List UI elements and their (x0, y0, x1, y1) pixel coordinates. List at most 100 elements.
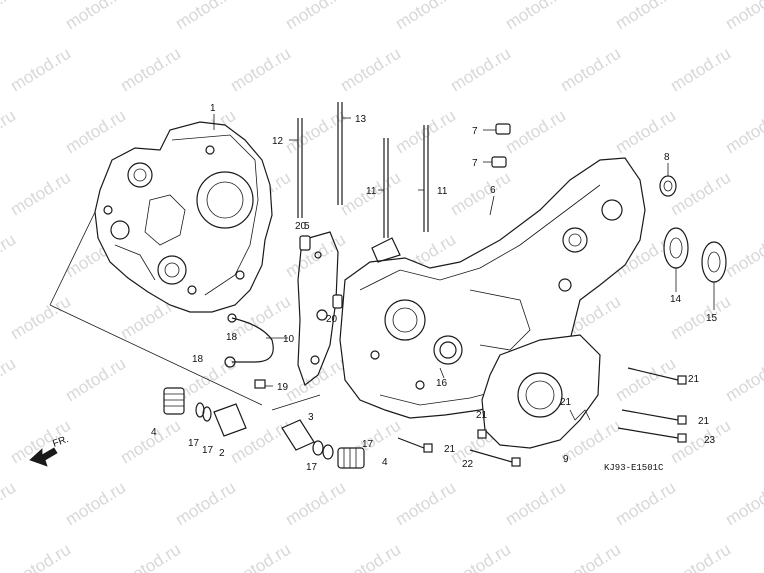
callout-15: 15 (706, 313, 718, 324)
watermark-7: motod.ru (722, 0, 764, 33)
watermark-48: motod.ru (0, 354, 19, 406)
watermark-22: motod.ru (612, 106, 679, 158)
watermark-54: motod.ru (612, 354, 679, 406)
watermark-21: motod.ru (502, 106, 569, 158)
callout-10: 10 (283, 334, 295, 345)
watermark-71: motod.ru (722, 478, 764, 530)
watermark-12: motod.ru (447, 44, 514, 96)
watermark-74: motod.ru (227, 540, 294, 573)
callout-17a: 17 (188, 438, 200, 449)
callout-18b: 18 (192, 354, 204, 365)
callout-leaders (213, 114, 715, 387)
callout-9: 9 (563, 454, 569, 465)
watermark-69: motod.ru (502, 478, 569, 530)
dowel-pins (299, 235, 343, 309)
callout-8: 8 (664, 152, 670, 163)
watermark-5: motod.ru (502, 0, 569, 33)
watermark-32: motod.ru (0, 230, 19, 282)
oil-strainer-cap-left (163, 387, 247, 437)
watermark-76: motod.ru (447, 540, 514, 573)
watermark-40: motod.ru (7, 292, 74, 344)
watermark-75: motod.ru (337, 540, 404, 573)
watermark-64: motod.ru (0, 478, 19, 530)
watermark-30: motod.ru (667, 168, 734, 220)
watermark-65: motod.ru (62, 478, 129, 530)
watermark-9: motod.ru (117, 44, 184, 96)
oil-strainer-cap-right (281, 419, 365, 469)
callout-19: 19 (277, 382, 289, 393)
watermark-19: motod.ru (282, 106, 349, 158)
callout-5: 5 (304, 221, 310, 232)
watermark-73: motod.ru (117, 540, 184, 573)
callout-4a: 4 (151, 427, 157, 438)
watermark-67: motod.ru (282, 478, 349, 530)
right-cover (481, 334, 601, 449)
watermark-14: motod.ru (667, 44, 734, 96)
callout-11a: 11 (366, 186, 377, 197)
watermark-49: motod.ru (62, 354, 129, 406)
callout-7a: 7 (472, 126, 478, 137)
watermark-23: motod.ru (722, 106, 764, 158)
watermark-0: motod.ru (0, 0, 19, 33)
watermark-68: motod.ru (392, 478, 459, 530)
callout-21c: 21 (476, 410, 488, 421)
watermark-28: motod.ru (447, 168, 514, 220)
watermark-16: motod.ru (0, 106, 19, 158)
watermark-11: motod.ru (337, 44, 404, 96)
callout-1: 1 (210, 103, 216, 114)
callout-13: 13 (355, 114, 367, 125)
watermark-13: motod.ru (557, 44, 624, 96)
watermark-6: motod.ru (612, 0, 679, 33)
watermark-24: motod.ru (7, 168, 74, 220)
callout-11b: 11 (437, 186, 448, 197)
front-direction-arrow: FR. (29, 434, 70, 467)
watermark-2: motod.ru (172, 0, 239, 33)
callout-4b: 4 (382, 457, 388, 468)
crankcase-gasket (297, 231, 339, 386)
callout-17b: 17 (202, 445, 214, 456)
callout-17d: 17 (306, 462, 318, 473)
assembly-guide-lines (49, 211, 321, 411)
callout-20b: 20 (326, 314, 338, 325)
watermark-57: motod.ru (117, 416, 184, 468)
watermark-66: motod.ru (172, 478, 239, 530)
diagram-code: KJ93-E1501C (604, 463, 664, 473)
watermark-78: motod.ru (667, 540, 734, 573)
callout-3: 3 (308, 412, 314, 423)
watermark-55: motod.ru (722, 354, 764, 406)
direction-label: FR. (51, 434, 70, 450)
callout-17c: 17 (362, 439, 374, 450)
watermark-51: motod.ru (282, 354, 349, 406)
callout-7b: 7 (472, 158, 478, 169)
cylinder-studs (297, 102, 429, 238)
callout-20a: 20 (295, 221, 307, 232)
callout-14: 14 (670, 294, 682, 305)
watermark-77: motod.ru (557, 540, 624, 573)
watermark-8: motod.ru (7, 44, 74, 96)
callout-16: 16 (436, 378, 448, 389)
callout-2: 2 (219, 448, 225, 459)
callout-22: 22 (462, 459, 474, 470)
callout-21b: 21 (698, 416, 710, 427)
watermark-4: motod.ru (392, 0, 459, 33)
left-crankcase-half (94, 121, 273, 313)
callout-21a: 21 (688, 374, 700, 385)
watermark-70: motod.ru (612, 478, 679, 530)
callout-21e: 21 (560, 397, 572, 408)
watermark-72: motod.ru (7, 540, 74, 573)
breather-tube (224, 313, 274, 368)
watermark-17: motod.ru (62, 106, 129, 158)
watermark-39: motod.ru (722, 230, 764, 282)
callout-12: 12 (272, 136, 284, 147)
callout-23: 23 (704, 435, 716, 446)
watermark-20: motod.ru (392, 106, 459, 158)
callout-21d: 21 (444, 444, 456, 455)
callout-labels: 1 2 3 4 4 5 6 7 7 8 9 10 11 11 12 13 14 … (151, 103, 718, 473)
watermark-1: motod.ru (62, 0, 129, 33)
watermark-3: motod.ru (282, 0, 349, 33)
callout-6: 6 (490, 185, 496, 196)
right-crankcase-half (339, 157, 646, 419)
cover-bolts (254, 367, 687, 467)
